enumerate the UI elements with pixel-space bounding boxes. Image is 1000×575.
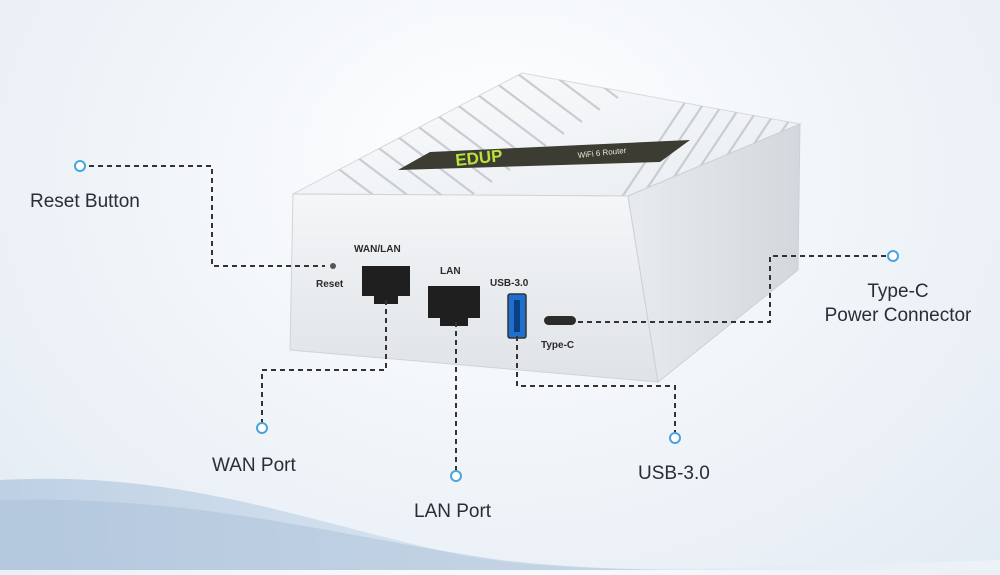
leader-lines <box>80 165 893 476</box>
usb-callout: USB-3.0 <box>638 463 710 484</box>
reset-endpoint <box>74 160 86 172</box>
type-c-port <box>544 316 576 325</box>
lan-port-label: LAN <box>440 266 461 277</box>
leader-endpoints <box>74 160 899 482</box>
brand-badge: EDUP WiFi 6 Router <box>398 140 690 170</box>
reset-port-label: Reset <box>316 279 344 290</box>
type-c-endpoint <box>887 250 899 262</box>
reset-leader <box>80 165 325 267</box>
lan-port <box>428 286 480 326</box>
wan-port <box>362 266 410 304</box>
type-c-port-label: Type-C <box>541 340 574 351</box>
reset-button-callout: Reset Button <box>30 191 140 212</box>
router-side <box>627 123 801 383</box>
usb-port-label: USB-3.0 <box>490 278 529 289</box>
type-c-callout-line1: Type-C <box>867 281 929 302</box>
lan-endpoint <box>450 470 462 482</box>
wan-port-label: WAN/LAN <box>354 244 401 255</box>
type-c-callout: Type-C Power Connector <box>812 280 984 328</box>
wan-endpoint <box>256 422 268 434</box>
wan-port-callout: WAN Port <box>212 455 296 476</box>
reset-pinhole <box>330 263 336 269</box>
type-c-leader <box>578 255 893 323</box>
usb-endpoint <box>669 432 681 444</box>
usb-leader <box>516 336 676 438</box>
background-wave-highlight <box>0 499 760 571</box>
brand-logo: EDUP <box>454 146 503 170</box>
lan-port-callout: LAN Port <box>414 501 492 522</box>
type-c-callout-line2: Power Connector <box>824 305 972 326</box>
router-body: EDUP WiFi 6 Router Reset WAN/LAN LAN USB… <box>289 72 802 383</box>
